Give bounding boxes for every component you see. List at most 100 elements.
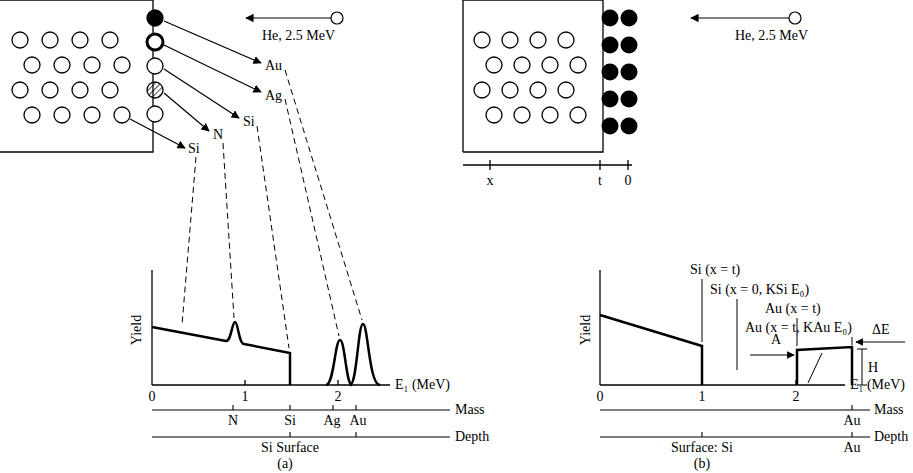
- substrate-atom: [530, 32, 546, 48]
- annotation-label: Depth: [874, 429, 908, 444]
- substrate-atom: [42, 82, 58, 98]
- tick-label: 2: [335, 389, 342, 404]
- substrate-atom: [502, 82, 518, 98]
- axis-title: E₁ (MeV): [395, 377, 450, 392]
- substrate-atom: [474, 82, 490, 98]
- annotation-label: Si (x = 0, KSi E₀): [710, 282, 809, 297]
- annotation-label: (b): [694, 456, 710, 471]
- annotation-label: H: [868, 360, 878, 375]
- substrate-atom: [502, 32, 518, 48]
- annotation-label: 0: [625, 173, 632, 188]
- annotation-label: Au (x = t): [765, 301, 821, 316]
- substrate-atom: [24, 57, 40, 73]
- gold-atom: [621, 118, 638, 135]
- substrate-atom: [102, 82, 118, 98]
- tick-label: 0: [149, 389, 156, 404]
- tick-label: 1: [242, 389, 249, 404]
- sample-b: [463, 0, 632, 170]
- substrate-atom: [570, 107, 586, 123]
- gold-atom: [621, 10, 638, 27]
- element-label: N: [213, 127, 223, 142]
- substrate-atom: [102, 32, 118, 48]
- gold-atom: [147, 10, 163, 26]
- substrate-atom: [84, 57, 100, 73]
- spectrum-b: [600, 270, 905, 437]
- element-label: Si: [243, 114, 255, 129]
- substrate-atom: [84, 107, 100, 123]
- beam-label: He, 2.5 MeV: [262, 28, 335, 43]
- substrate-atom: [114, 57, 130, 73]
- silver-atom: [147, 34, 163, 50]
- annotation-label: E₁ (MeV): [850, 377, 905, 392]
- gold-atom: [621, 37, 638, 54]
- annotation-label: x: [487, 173, 494, 188]
- substrate-atom: [72, 82, 88, 98]
- panel-label: (a): [277, 456, 293, 471]
- sample-outline: [463, 0, 603, 152]
- annotation-label: t: [598, 173, 602, 188]
- annotation-label: Au: [843, 413, 860, 428]
- substrate-atom: [570, 57, 586, 73]
- substrate-atom: [514, 107, 530, 123]
- annotation-label: 1: [699, 389, 706, 404]
- sample-outline: [0, 0, 153, 152]
- element-label: Au: [265, 58, 282, 73]
- annotation-label: Surface: Si: [671, 440, 733, 455]
- annotation-label: ΔE: [872, 322, 890, 337]
- substrate-atom: [486, 57, 502, 73]
- dashed-leaders: [182, 70, 362, 348]
- depth-label: Si Surface: [261, 440, 319, 455]
- substrate-atom: [486, 107, 502, 123]
- annotation-label: A: [771, 332, 781, 347]
- axis-title: Yield: [129, 315, 144, 345]
- annotation-label: Au (x = t, KAu E₀): [745, 320, 852, 335]
- substrate-atom: [474, 32, 490, 48]
- sample-a: [0, 0, 163, 152]
- substrate-atom: [72, 32, 88, 48]
- gold-atom: [602, 64, 619, 81]
- gold-atom: [602, 118, 619, 135]
- gold-atom: [621, 64, 638, 81]
- substrate-atom: [12, 82, 28, 98]
- mass-label: Au: [349, 413, 366, 428]
- gold-film: [602, 10, 638, 135]
- substrate-atom: [558, 82, 574, 98]
- gold-atom: [602, 37, 619, 54]
- silicon-atom: [147, 106, 163, 122]
- gold-atom: [602, 10, 619, 27]
- substrate-atom: [54, 107, 70, 123]
- substrate-atom: [542, 57, 558, 73]
- annotation-label: He, 2.5 MeV: [735, 28, 808, 43]
- beam-arrow: [691, 12, 801, 24]
- annotation-label: Yield: [578, 315, 593, 345]
- gold-atom: [621, 91, 638, 108]
- substrate-atom: [530, 82, 546, 98]
- scatter-tracks: [130, 12, 343, 148]
- spectrum-a: [152, 270, 450, 437]
- nitrogen-atom: [147, 82, 163, 98]
- annotation-label: 2: [793, 389, 800, 404]
- annotation-label: Au: [843, 440, 860, 455]
- substrate-atom: [42, 32, 58, 48]
- mass-label: Ag: [323, 413, 340, 428]
- element-label: Si: [188, 141, 200, 156]
- scale-title: Mass: [455, 402, 485, 417]
- substrate-atom: [54, 57, 70, 73]
- gold-atom: [602, 91, 619, 108]
- scale-title: Depth: [455, 429, 489, 444]
- element-label: Ag: [265, 88, 282, 103]
- annotation-label: Mass: [874, 402, 904, 417]
- substrate-atom: [558, 32, 574, 48]
- depth-scale: [463, 164, 632, 165]
- substrate-atom: [114, 107, 130, 123]
- annotation-label: Si (x = t): [690, 262, 740, 277]
- substrate-atom: [542, 107, 558, 123]
- silicon-atom: [147, 58, 163, 74]
- annotation-label: 0: [597, 389, 604, 404]
- substrate-atom: [514, 57, 530, 73]
- substrate-atom: [12, 32, 28, 48]
- mass-label: N: [228, 413, 238, 428]
- mass-label: Si: [284, 413, 296, 428]
- substrate-atom: [24, 107, 40, 123]
